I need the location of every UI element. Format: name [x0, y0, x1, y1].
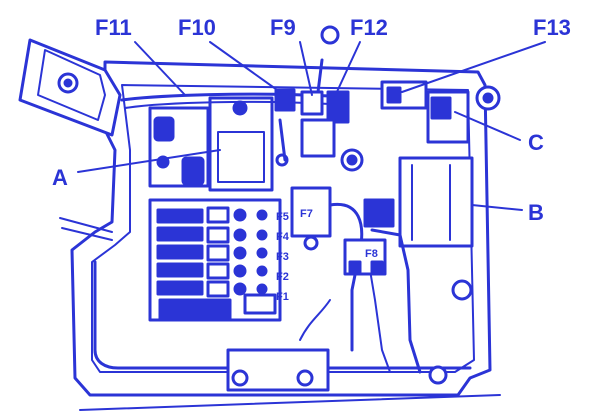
- label-c: C: [528, 130, 544, 155]
- leader-f10: [209, 41, 281, 93]
- lower-channel: [93, 260, 472, 370]
- antenna-terminal: [320, 25, 340, 45]
- fuse-f12: [326, 90, 350, 124]
- label-f9: F9: [270, 15, 296, 40]
- leader-f13: [401, 41, 546, 93]
- fuse-bank: [148, 198, 282, 322]
- label-b: B: [528, 200, 544, 225]
- label-a: A: [52, 165, 68, 190]
- cable-bundle-top: [120, 92, 332, 102]
- leader-f12: [334, 41, 361, 97]
- cable-right: [328, 202, 364, 352]
- label-fuse-f2: F2: [276, 271, 289, 283]
- label-fuse-f5: F5: [276, 211, 289, 223]
- label-fuse-f4: F4: [276, 231, 290, 243]
- callout-labels: F11 F10 F9 F12 F13 A B C: [52, 15, 571, 225]
- leader-a: [77, 149, 221, 173]
- leader-f11: [134, 41, 186, 96]
- label-f12: F12: [350, 15, 388, 40]
- label-f11: F11: [95, 15, 132, 40]
- label-fuse-f8: F8: [365, 248, 378, 260]
- bottom-bolt: [428, 365, 448, 385]
- label-fuse-f1: F1: [276, 291, 289, 303]
- leader-b: [471, 204, 523, 211]
- label-f13: F13: [533, 15, 571, 40]
- housing-inner-outline: [91, 84, 475, 373]
- housing-outline: [70, 60, 492, 397]
- module-b: [398, 156, 474, 248]
- fuse-labels: F7 F8 F5 F4 F3 F2 F1: [276, 208, 378, 303]
- leader-f9: [299, 41, 313, 96]
- label-fuse-f3: F3: [276, 251, 289, 263]
- label-f10: F10: [178, 15, 216, 40]
- label-fuse-f7: F7: [300, 208, 313, 220]
- side-bolt: [451, 279, 473, 301]
- fuse-f10: [274, 88, 296, 112]
- leader-c: [454, 111, 521, 141]
- diagram-linework: [18, 25, 546, 411]
